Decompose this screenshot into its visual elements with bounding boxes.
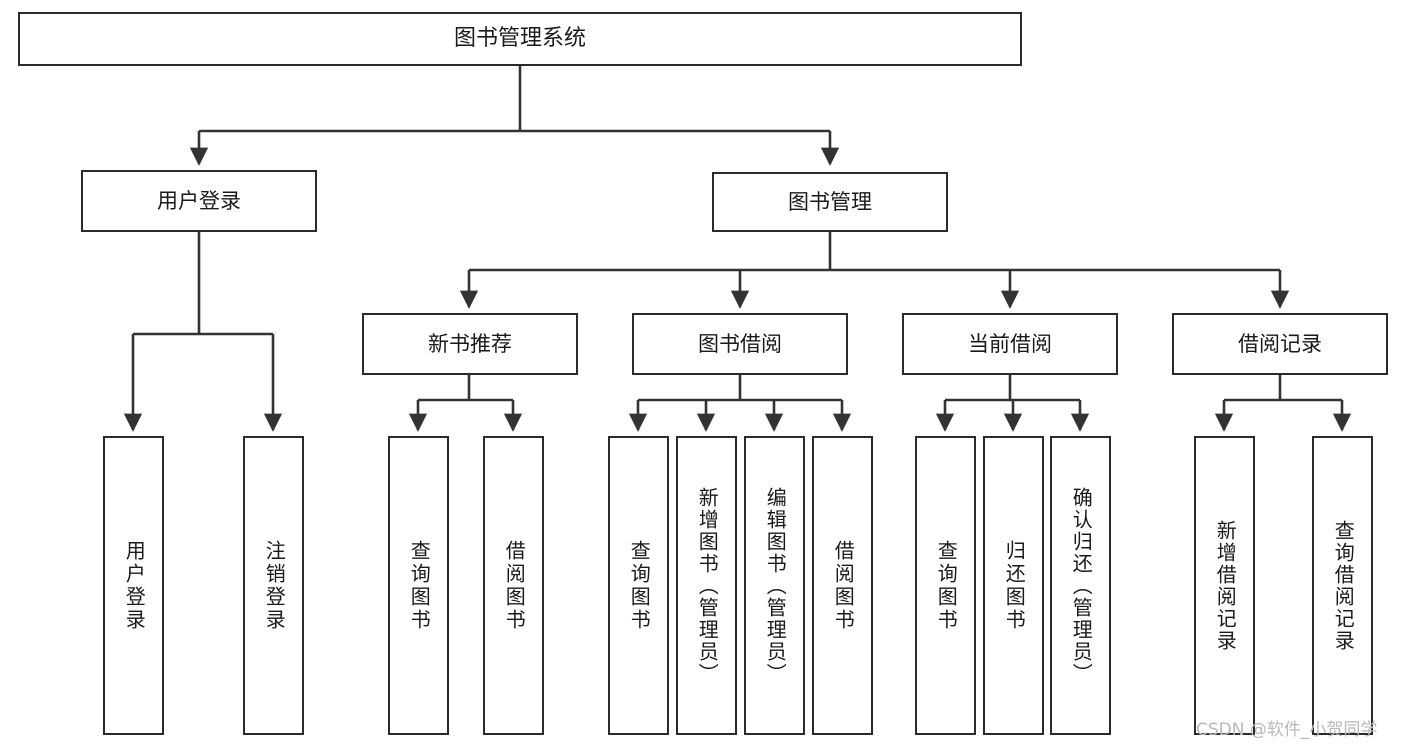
node-label: 借阅记录 (1238, 331, 1322, 356)
node-label: 归还图书 (1002, 539, 1027, 632)
leaf-logout-login[interactable]: 注销登录 (243, 436, 304, 735)
node-label: 编辑图书（管理员） (763, 486, 788, 685)
leaf-add-borrow-record[interactable]: 新增借阅记录 (1194, 436, 1255, 735)
node-label: 确认归还（管理员） (1069, 486, 1094, 685)
node-label: 图书管理 (788, 189, 872, 214)
node-current-borrow[interactable]: 当前借阅 (902, 313, 1118, 375)
node-label: 查询借阅记录 (1331, 519, 1356, 652)
leaf-borrow-book[interactable]: 借阅图书 (812, 436, 873, 735)
node-label: 借阅图书 (502, 539, 527, 632)
node-label: 注销登录 (262, 539, 287, 632)
leaf-query-book-borrow[interactable]: 查询图书 (608, 436, 669, 735)
node-label: 查询图书 (934, 539, 959, 632)
node-label: 新书推荐 (428, 331, 512, 356)
node-label: 查询图书 (407, 539, 432, 632)
node-label: 当前借阅 (968, 331, 1052, 356)
leaf-query-borrow-record[interactable]: 查询借阅记录 (1312, 436, 1373, 735)
node-label: 用户登录 (122, 539, 147, 632)
leaf-user-login[interactable]: 用户登录 (103, 436, 164, 735)
node-label: 新增图书（管理员） (695, 486, 720, 685)
leaf-add-book-admin[interactable]: 新增图书（管理员） (676, 436, 737, 735)
node-label: 查询图书 (627, 539, 652, 632)
node-label: 图书借阅 (698, 331, 782, 356)
leaf-borrow-book-recommendation[interactable]: 借阅图书 (483, 436, 544, 735)
node-label: 新增借阅记录 (1213, 519, 1238, 652)
node-borrow-record[interactable]: 借阅记录 (1172, 313, 1388, 375)
node-new-book-recommendation[interactable]: 新书推荐 (362, 313, 578, 375)
leaf-confirm-return-admin[interactable]: 确认归还（管理员） (1050, 436, 1111, 735)
node-label: 图书管理系统 (453, 25, 586, 51)
leaf-edit-book-admin[interactable]: 编辑图书（管理员） (744, 436, 805, 735)
node-book-borrow[interactable]: 图书借阅 (632, 313, 848, 375)
node-user-login[interactable]: 用户登录 (81, 170, 317, 232)
csdn-watermark: CSDN @软件_小贺同学 (1196, 720, 1378, 740)
node-book-management[interactable]: 图书管理 (712, 172, 948, 232)
node-label: 借阅图书 (831, 539, 856, 632)
node-root-book-management-system[interactable]: 图书管理系统 (18, 12, 1022, 66)
leaf-query-book-current[interactable]: 查询图书 (915, 436, 976, 735)
leaf-query-book-recommendation[interactable]: 查询图书 (388, 436, 449, 735)
node-label: 用户登录 (157, 188, 241, 213)
leaf-return-book[interactable]: 归还图书 (983, 436, 1044, 735)
